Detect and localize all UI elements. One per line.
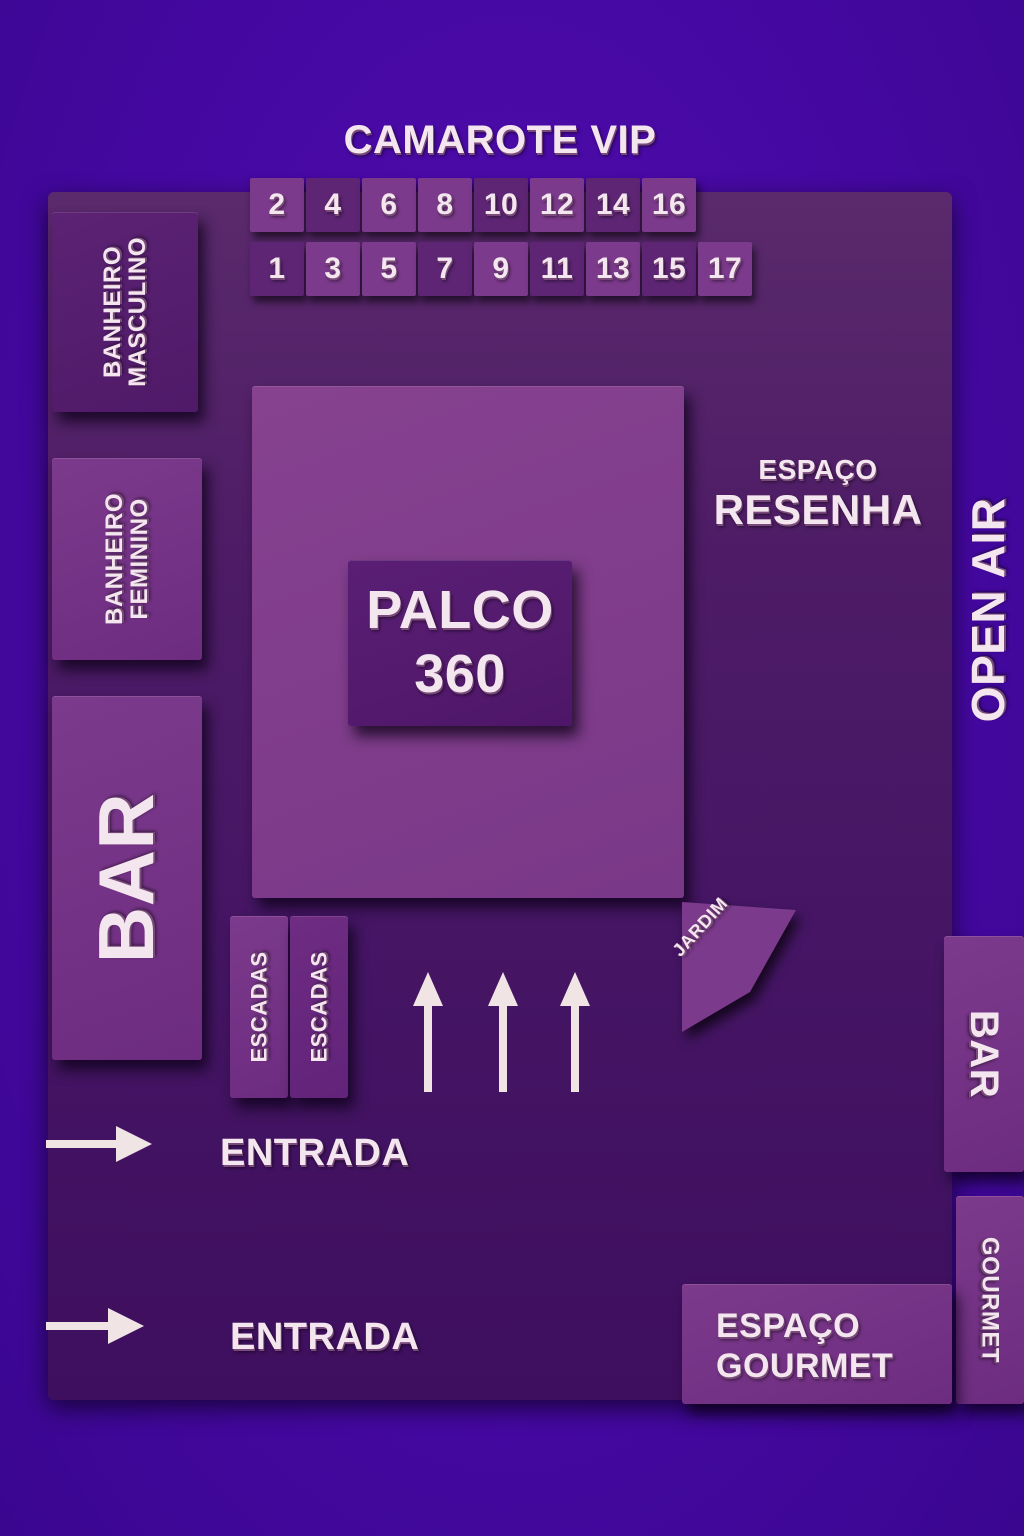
camarote-box[interactable]: 11 [530,242,584,296]
banheiro-feminino-area[interactable]: BANHEIRO FEMININO [52,458,202,660]
camarote-box[interactable]: 8 [418,178,472,232]
camarote-box[interactable]: 2 [250,178,304,232]
jardim-area[interactable] [680,898,800,1038]
camarote-box[interactable]: 16 [642,178,696,232]
arrow-up-icon [560,972,590,1092]
bar-left-area[interactable]: BAR [52,696,202,1060]
escadas-left-label: ESCADAS [246,951,272,1063]
arrow-right-icon [46,1126,152,1162]
camarote-box[interactable]: 7 [418,242,472,296]
banheiro-feminino-label: BANHEIRO FEMININO [100,492,153,626]
map-title: CAMAROTE VIP [343,118,657,162]
open-air-label: OPEN AIR [961,497,1014,723]
bar-left-label: BAR [82,792,171,964]
camarote-box[interactable]: 15 [642,242,696,296]
arrow-right-icon [46,1308,144,1344]
espaco-resenha-label: ESPAÇO RESENHA [713,454,923,533]
gourmet-area[interactable]: GOURMET [956,1196,1024,1404]
camarote-box[interactable]: 17 [698,242,752,296]
entrada-2-label: ENTRADA [230,1316,420,1358]
camarote-box[interactable]: 13 [586,242,640,296]
camarote-box[interactable]: 14 [586,178,640,232]
camarote-box[interactable]: 4 [306,178,360,232]
palco-360-stage[interactable]: PALCO 360 [348,560,572,726]
arrow-up-icon [413,972,443,1092]
escadas-left[interactable]: ESCADAS [230,916,288,1098]
escadas-right-label: ESCADAS [306,951,332,1063]
camarote-box[interactable]: 3 [306,242,360,296]
open-air-zone: OPEN AIR [952,480,1024,740]
camarote-box[interactable]: 5 [362,242,416,296]
camarote-box[interactable]: 10 [474,178,528,232]
camarote-box[interactable]: 6 [362,178,416,232]
bar-right-area[interactable]: BAR [944,936,1024,1172]
palco-label: PALCO 360 [366,580,554,704]
espaco-gourmet-area[interactable]: ESPAÇO GOURMET [682,1284,952,1404]
banheiro-masculino-area[interactable]: BANHEIRO MASCULINO [52,212,198,412]
arrow-up-icon [488,972,518,1092]
camarote-box[interactable]: 12 [530,178,584,232]
entrada-1-label: ENTRADA [220,1132,410,1174]
banheiro-masculino-label: BANHEIRO MASCULINO [98,237,151,387]
gourmet-label: GOURMET [976,1236,1004,1364]
bar-right-label: BAR [962,1009,1006,1099]
camarote-box[interactable]: 9 [474,242,528,296]
escadas-right[interactable]: ESCADAS [290,916,348,1098]
espaco-gourmet-label: ESPAÇO GOURMET [716,1307,894,1385]
camarote-box[interactable]: 1 [250,242,304,296]
